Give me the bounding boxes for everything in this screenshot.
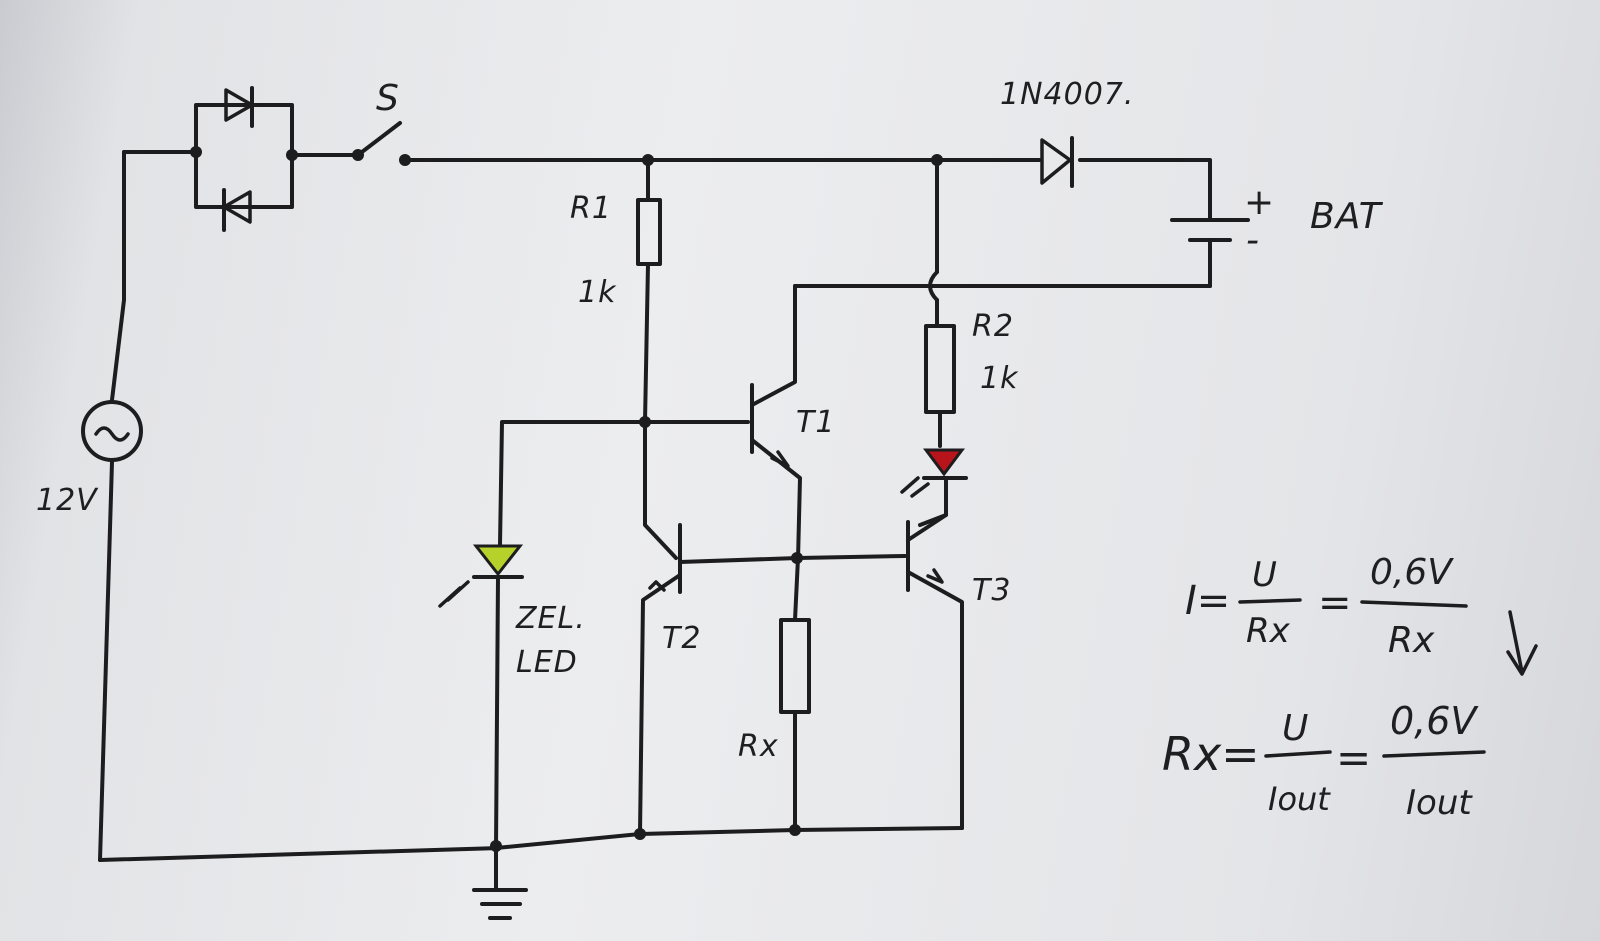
green-led-label: ZEL. bbox=[515, 601, 586, 636]
eq1-equals: = bbox=[1318, 580, 1352, 626]
bottom-rail bbox=[490, 824, 964, 852]
battery-plus-label: + bbox=[1244, 182, 1275, 223]
r1-value-label: 1k bbox=[578, 275, 617, 310]
eq1-numerator-2: 0,6V bbox=[1370, 552, 1454, 593]
down-arrow-icon bbox=[1506, 610, 1538, 676]
t2-label: T2 bbox=[662, 621, 701, 656]
eq2-denominator-2: Iout bbox=[1406, 783, 1473, 823]
resistor-rx bbox=[779, 552, 811, 832]
rx-label: Rx bbox=[738, 729, 779, 764]
t1-label: T1 bbox=[796, 405, 835, 440]
eq2-numerator: U bbox=[1282, 708, 1308, 749]
red-led bbox=[900, 448, 968, 527]
green-led-label-2: LED bbox=[516, 645, 578, 680]
transistor-t1 bbox=[643, 284, 802, 562]
eq1-denominator: Rx bbox=[1246, 611, 1291, 651]
battery bbox=[793, 218, 1250, 288]
source-voltage-label: 12V bbox=[36, 483, 99, 518]
ac-source-wiring bbox=[98, 150, 502, 862]
green-led bbox=[438, 420, 647, 850]
transistor-t3 bbox=[796, 513, 964, 830]
diode-label: 1N4007. bbox=[1000, 77, 1134, 112]
equation-resistance: Rx= U Iout = 0,6V Iout bbox=[1162, 699, 1486, 823]
eq1-numerator: U bbox=[1252, 555, 1277, 595]
switch-s bbox=[290, 121, 411, 166]
eq1-lhs: I= bbox=[1185, 578, 1230, 624]
eq1-denominator-2: Rx bbox=[1388, 620, 1435, 661]
eq2-lhs: Rx= bbox=[1162, 727, 1260, 781]
r1-name-label: R1 bbox=[570, 191, 612, 226]
switch-label: S bbox=[376, 78, 400, 119]
transistor-t2 bbox=[638, 420, 800, 836]
t3-label: T3 bbox=[972, 573, 1011, 608]
r2-value-label: 1k bbox=[980, 361, 1019, 396]
eq2-denominator: Iout bbox=[1268, 780, 1331, 818]
ac-source-symbol bbox=[81, 400, 143, 462]
eq2-equals: = bbox=[1336, 733, 1371, 782]
antiparallel-diodes bbox=[122, 86, 298, 232]
eq2-numerator-2: 0,6V bbox=[1390, 699, 1479, 743]
resistor-r2 bbox=[924, 158, 956, 448]
equation-current: I= U Rx = 0,6V Rx bbox=[1185, 552, 1468, 661]
battery-minus-label: - bbox=[1246, 220, 1260, 261]
resistor-r1 bbox=[636, 158, 662, 428]
ground-symbol bbox=[472, 846, 528, 920]
top-rail bbox=[403, 154, 1212, 222]
battery-label: BAT bbox=[1310, 196, 1384, 237]
diode-1n4007 bbox=[1040, 136, 1074, 188]
r2-name-label: R2 bbox=[972, 309, 1014, 344]
